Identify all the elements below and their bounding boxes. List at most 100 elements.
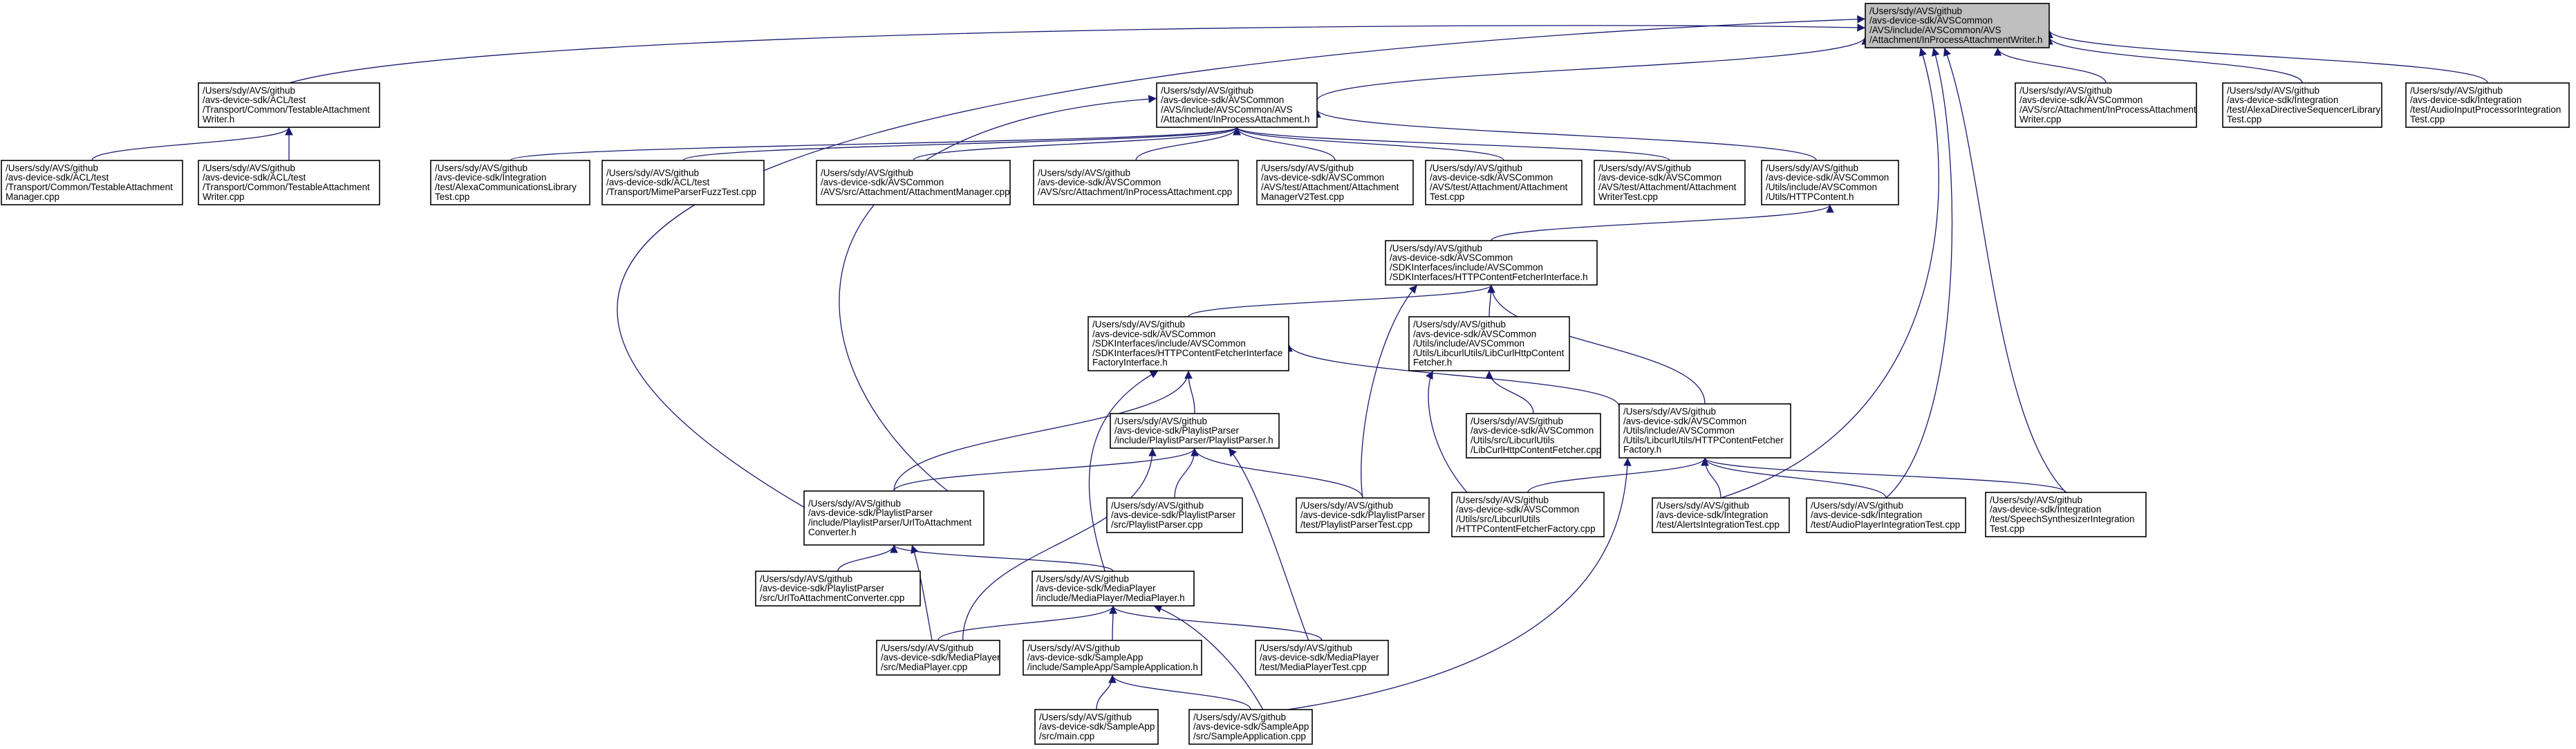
node-label-line: /Utils/include/AVSCommon [1766, 182, 1877, 192]
node-label-line: /avs-device-sdk/MediaPlayer [1260, 652, 1379, 663]
node-label-line: /Attachment/InProcessAttachment.h [1161, 114, 1309, 124]
node-label-line: /Users/sdy/AVS/github [1456, 494, 1549, 505]
node-media-player-test[interactable]: /Users/sdy/AVS/github/avs-device-sdk/Med… [1255, 640, 1389, 676]
node-box [2222, 82, 2382, 128]
node-http-content[interactable]: /Users/sdy/AVS/github/avs-device-sdk/AVS… [1761, 160, 1899, 205]
node-mime-fuzz[interactable]: /Users/sdy/AVS/github/avs-device-sdk/ACL… [601, 160, 765, 205]
node-alexa-comm[interactable]: /Users/sdy/AVS/github/avs-device-sdk/Int… [430, 160, 590, 205]
edge-in-proc-att-cpp-to-in-process-att [1135, 127, 1241, 161]
node-label-line: /test/AlexaCommunicationsLibrary [435, 182, 577, 192]
edge-audio-input-proc-to-root [2045, 30, 2488, 84]
node-fetcher-factory-iface[interactable]: /Users/sdy/AVS/github/avs-device-sdk/AVS… [1088, 316, 1289, 371]
node-playlist-parser-h[interactable]: /Users/sdy/AVS/github/avs-device-sdk/Pla… [1110, 413, 1280, 449]
node-label: /Users/sdy/AVS/github/avs-device-sdk/Int… [2410, 85, 2561, 124]
node-box [1806, 497, 1966, 533]
node-label-line: /Transport/Common/TestableAttachment [203, 104, 370, 115]
edge-writer-cpp-src-to-root [1993, 47, 2107, 84]
edge-url-converter-to-playlist-parser-h [893, 447, 1199, 492]
node-box [755, 571, 921, 607]
node-playlist-parser-test[interactable]: /Users/sdy/AVS/github/avs-device-sdk/Pla… [1296, 497, 1430, 533]
edge-speech-synth-test-to-fetcher-factory-h [1701, 457, 2066, 493]
node-sample-app-cpp[interactable]: /Users/sdy/AVS/github/avs-device-sdk/Sam… [1188, 709, 1313, 745]
node-fetcher-factory-h[interactable]: /Users/sdy/AVS/github/avs-device-sdk/AVS… [1618, 403, 1791, 459]
node-label-line: /Users/sdy/AVS/github [808, 498, 901, 508]
node-label: /Users/sdy/AVS/github/avs-device-sdk/AVS… [1598, 163, 1737, 201]
node-box [430, 160, 590, 205]
edge-sample-app-h-to-media-player-h [1109, 605, 1117, 641]
node-label-line: Fetcher.h [1413, 358, 1452, 368]
node-url-converter[interactable]: /Users/sdy/AVS/github/avs-device-sdk/Pla… [803, 490, 984, 546]
node-label-line: /Transport/MimeParserFuzzTest.cpp [606, 187, 756, 197]
node-label-line: /Utils/LibcurlUtils/LibCurlHttpContent [1413, 348, 1565, 358]
node-sample-app-h[interactable]: /Users/sdy/AVS/github/avs-device-sdk/Sam… [1023, 640, 1202, 676]
node-playlist-parser-cpp[interactable]: /Users/sdy/AVS/github/avs-device-sdk/Pla… [1106, 497, 1243, 533]
node-lib-curl-fetcher[interactable]: /Users/sdy/AVS/github/avs-device-sdk/AVS… [1408, 316, 1570, 371]
node-media-player-cpp[interactable]: /Users/sdy/AVS/github/avs-device-sdk/Med… [876, 640, 1000, 676]
node-url-converter-cpp[interactable]: /Users/sdy/AVS/github/avs-device-sdk/Pla… [755, 571, 921, 607]
node-att-writer-test[interactable]: /Users/sdy/AVS/github/avs-device-sdk/AVS… [1594, 160, 1746, 205]
edge-main-cpp-to-sample-app-h [1096, 674, 1117, 710]
node-speech-synth-test[interactable]: /Users/sdy/AVS/github/avs-device-sdk/Int… [1985, 492, 2147, 537]
node-main-cpp[interactable]: /Users/sdy/AVS/github/avs-device-sdk/Sam… [1034, 709, 1159, 745]
node-writer-cpp-src[interactable]: /Users/sdy/AVS/github/avs-device-sdk/AVS… [2015, 82, 2197, 128]
node-label-line: ManagerV2Test.cpp [1261, 192, 1344, 202]
edge-playlist-parser-test-to-fetcher-iface [1361, 284, 1418, 499]
node-label-line: Writer.h [203, 114, 234, 124]
node-label-line: /Users/sdy/AVS/github [1598, 163, 1691, 173]
node-box [876, 640, 1000, 676]
node-label-line: /Users/sdy/AVS/github [1161, 85, 1253, 95]
node-att-mgr-v2-test[interactable]: /Users/sdy/AVS/github/avs-device-sdk/AVS… [1256, 160, 1414, 205]
node-label-line: /avs-device-sdk/AVSCommon [1471, 425, 1594, 436]
node-label: /Users/sdy/AVS/github/avs-device-sdk/ACL… [203, 163, 370, 201]
node-label-line: /Users/sdy/AVS/github [1623, 407, 1716, 417]
node-label-line: /avs-device-sdk/PlaylistParser [1300, 510, 1426, 520]
node-in-process-att[interactable]: /Users/sdy/AVS/github/avs-device-sdk/AVS… [1156, 82, 1318, 128]
node-audio-player-test[interactable]: /Users/sdy/AVS/github/avs-device-sdk/Int… [1806, 497, 1966, 533]
node-label-line: /avs-device-sdk/AVSCommon [1766, 172, 1889, 183]
node-in-proc-att-cpp[interactable]: /Users/sdy/AVS/github/avs-device-sdk/AVS… [1033, 160, 1239, 205]
node-label-line: WriterTest.cpp [1598, 192, 1658, 202]
node-box [1034, 709, 1159, 745]
node-label-line: /avs-device-sdk/PlaylistParser [1114, 425, 1240, 436]
edge-lib-curl-fetcher-to-fetcher-iface [1487, 284, 1495, 317]
node-label-line: /Users/sdy/AVS/github [1990, 494, 2082, 505]
node-label: /Users/sdy/AVS/github/avs-device-sdk/ACL… [606, 167, 756, 197]
node-label-line: /avs-device-sdk/AVSCommon [1869, 15, 1992, 26]
node-fetcher-factory-cpp[interactable]: /Users/sdy/AVS/github/avs-device-sdk/AVS… [1451, 492, 1605, 537]
node-box [2405, 82, 2570, 128]
node-media-player-h[interactable]: /Users/sdy/AVS/github/avs-device-sdk/Med… [1032, 571, 1195, 607]
node-label-line: /avs-device-sdk/AVSCommon [1598, 172, 1721, 183]
node-root[interactable]: /Users/sdy/AVS/github/avs-device-sdk/AVS… [1865, 3, 2050, 48]
node-testable-writer[interactable]: /Users/sdy/AVS/github/avs-device-sdk/ACL… [198, 82, 380, 128]
node-label-line: /avs-device-sdk/Integration [435, 172, 546, 183]
node-label: /Users/sdy/AVS/github/avs-device-sdk/AVS… [1261, 163, 1399, 201]
node-att-mgr-cpp[interactable]: /Users/sdy/AVS/github/avs-device-sdk/AVS… [816, 160, 1011, 205]
node-box [1255, 640, 1389, 676]
edge-url-converter-to-root [617, 15, 1866, 508]
node-label-line: /include/SampleApp/SampleApplication.h [1027, 662, 1198, 672]
node-label: /Users/sdy/AVS/github/avs-device-sdk/Int… [1990, 494, 2134, 533]
node-label: /Users/sdy/AVS/github/avs-device-sdk/Med… [1036, 573, 1185, 603]
node-label-line: /AVS/test/Attachment/Attachment [1261, 182, 1399, 192]
node-label-line: /SDKInterfaces/include/AVSCommon [1092, 338, 1246, 349]
node-label-line: /Transport/Common/TestableAttachment [6, 182, 173, 192]
node-label: /Users/sdy/AVS/github/avs-device-sdk/ACL… [203, 85, 370, 124]
node-label-line: Factory.h [1623, 445, 1661, 455]
node-audio-input-proc[interactable]: /Users/sdy/AVS/github/avs-device-sdk/Int… [2405, 82, 2570, 128]
node-att-test[interactable]: /Users/sdy/AVS/github/avs-device-sdk/AVS… [1425, 160, 1583, 205]
node-alexa-dir-seq[interactable]: /Users/sdy/AVS/github/avs-device-sdk/Int… [2222, 82, 2382, 128]
edge-fetcher-factory-iface-to-fetcher-iface [1188, 284, 1495, 317]
node-label-line: /test/AlertsIntegrationTest.cpp [1656, 519, 1780, 530]
node-label-line: /avs-device-sdk/Integration [1990, 504, 2101, 515]
node-fetcher-iface[interactable]: /Users/sdy/AVS/github/avs-device-sdk/AVS… [1385, 240, 1598, 286]
node-testable-writer-cpp[interactable]: /Users/sdy/AVS/github/avs-device-sdk/ACL… [198, 160, 380, 205]
node-box [1652, 497, 1790, 533]
node-alerts-test[interactable]: /Users/sdy/AVS/github/avs-device-sdk/Int… [1652, 497, 1790, 533]
edge-alerts-test-to-fetcher-factory-h [1701, 457, 1721, 499]
node-label-line: /avs-device-sdk/ACL/test [203, 172, 306, 183]
node-label-line: /avs-device-sdk/PlaylistParser [1111, 510, 1236, 520]
edge-att-writer-test-to-in-process-att [1233, 127, 1670, 161]
node-testable-mgr-cpp[interactable]: /Users/sdy/AVS/github/avs-device-sdk/ACL… [1, 160, 183, 205]
node-label-line: /Users/sdy/AVS/github [2227, 85, 2320, 95]
node-lib-curl-fetcher-cpp[interactable]: /Users/sdy/AVS/github/avs-device-sdk/AVS… [1466, 413, 1601, 459]
